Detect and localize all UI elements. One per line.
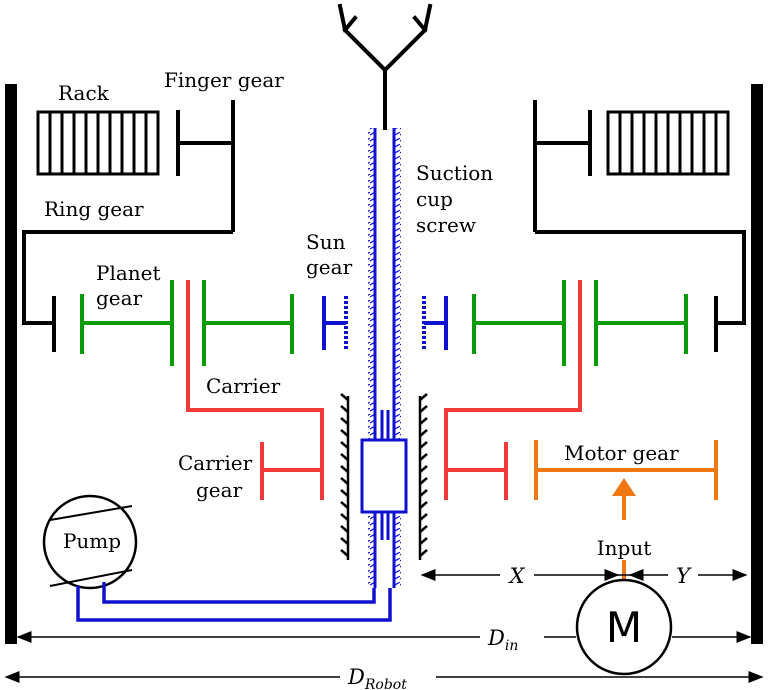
right-wall [751,84,763,644]
motor-gear-label: Motor gear [564,441,679,465]
dim-x-label: X [508,564,526,588]
rack-right [606,110,730,176]
planet-gear-label-line2: gear [96,286,143,310]
carrier-left [186,280,324,500]
pump-label: Pump [63,529,121,553]
sun-gear-label-line2: gear [306,255,353,279]
suction-cup-screw-label-line2: cup [416,187,453,211]
pump [42,494,138,590]
sun-gear [322,296,448,350]
planet-gear-left [80,280,294,366]
gripper-fingers [337,3,433,130]
input-label: Input [597,536,652,560]
carrier-gear-label-line2: gear [196,478,243,502]
finger-gear-label: Finger gear [164,68,284,92]
ring-gear-right [533,100,746,352]
d-in-label: Din [487,626,518,654]
carrier-label: Carrier [206,374,281,398]
ring-gear-left [22,100,235,352]
motor-gear [534,440,718,520]
rack-left [36,110,160,176]
planet-gear-label-line1: Planet [96,261,161,285]
left-wall [5,84,17,644]
planet-gear-right [472,280,688,366]
carrier-gear-label-line1: Carrier [178,451,253,475]
sun-gear-label-line1: Sun [306,230,346,254]
rack-label: Rack [58,81,110,105]
suction-cup-screw [360,128,408,588]
suction-cup-screw-label-line3: screw [416,213,476,237]
screw-nut-hatch [340,393,428,560]
motor-label: M [606,603,642,652]
suction-cup-screw-label-line1: Suction [416,161,493,185]
ring-gear-label: Ring gear [44,197,144,221]
input-arrow-head [612,478,636,496]
d-robot-label: DRobot [347,665,407,690]
vacuum-tube [76,582,392,622]
carrier-right [444,280,582,500]
dim-y-label: Y [676,564,692,588]
